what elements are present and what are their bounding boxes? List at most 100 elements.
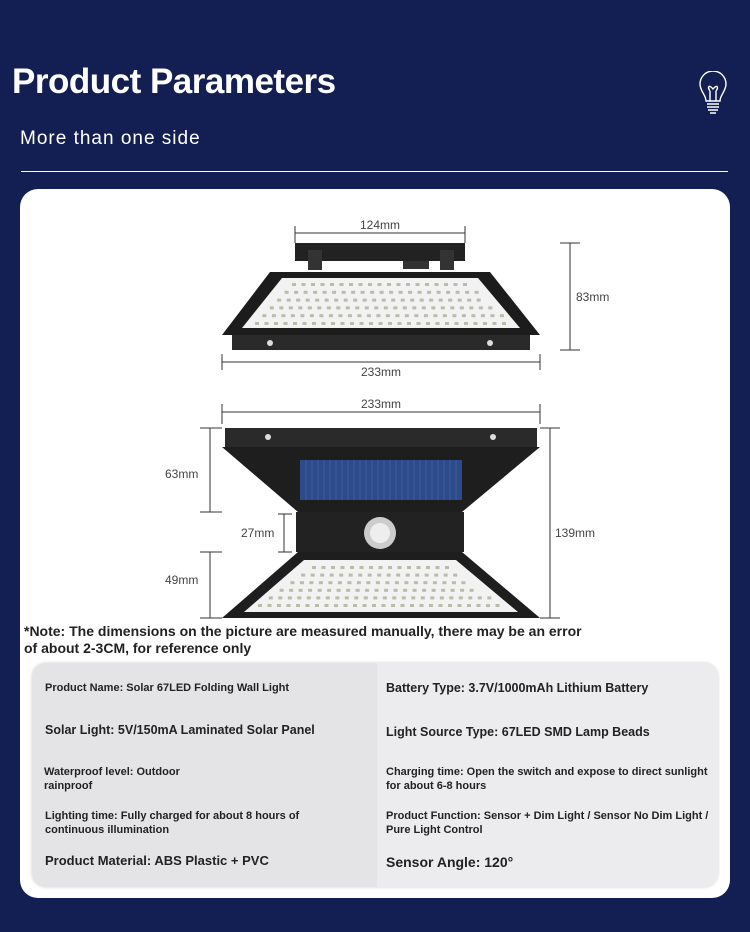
dim-middle: 27mm xyxy=(241,526,274,540)
led-bead xyxy=(426,566,430,569)
led-bead xyxy=(406,283,410,286)
led-bead xyxy=(309,314,314,318)
spec-waterproof: Waterproof level: Outdoor rainproof xyxy=(44,766,180,792)
led-bead xyxy=(495,604,500,607)
led-bead xyxy=(451,581,456,585)
led-bead xyxy=(385,581,390,585)
led-bead xyxy=(351,290,356,294)
led-bead xyxy=(364,306,369,310)
led-bead xyxy=(376,314,381,318)
spec-light-source: Light Source Type: 67LED SMD Lamp Beads xyxy=(386,725,650,739)
front-view-lamp xyxy=(222,428,540,618)
led-bead xyxy=(393,306,398,310)
led-bead xyxy=(403,588,408,592)
led-bead xyxy=(426,322,430,325)
led-bead xyxy=(301,573,306,577)
led-bead xyxy=(442,581,447,585)
led-bead xyxy=(458,596,463,600)
led-bead xyxy=(401,596,406,600)
led-bead xyxy=(290,314,295,318)
led-bead xyxy=(328,581,333,585)
led-bead xyxy=(469,588,474,592)
led-bead xyxy=(396,573,401,577)
led-bead xyxy=(412,306,417,310)
led-bead xyxy=(453,573,458,577)
divider xyxy=(21,171,728,172)
led-bead xyxy=(318,581,323,585)
led-bead xyxy=(389,290,394,294)
led-bead xyxy=(360,290,365,294)
led-bead xyxy=(362,298,367,302)
led-bead xyxy=(299,581,304,585)
led-bead xyxy=(347,314,352,318)
led-bead xyxy=(452,314,457,318)
led-bead xyxy=(355,588,360,592)
led-bead xyxy=(395,314,400,318)
led-bead xyxy=(397,322,402,325)
led-bead xyxy=(274,322,278,325)
led-bead xyxy=(404,314,409,318)
led-bead xyxy=(434,573,439,577)
led-bead xyxy=(338,314,343,318)
led-bead xyxy=(435,322,440,325)
led-bead xyxy=(340,322,345,325)
led-bead xyxy=(317,306,322,310)
led-bead xyxy=(459,306,464,310)
led-bead xyxy=(330,283,334,286)
led-bead xyxy=(334,298,339,302)
lightbulb-icon xyxy=(699,71,727,114)
led-bead xyxy=(296,604,300,607)
led-bead xyxy=(457,604,462,607)
led-bead xyxy=(320,573,325,577)
spec-sensor-angle: Sensor Angle: 120° xyxy=(386,854,514,870)
led-bead xyxy=(339,283,344,286)
led-bead xyxy=(467,604,471,607)
led-bead xyxy=(433,314,438,318)
led-bead xyxy=(356,581,361,585)
led-bead xyxy=(327,588,332,592)
specs-table: Product Name: Solar 67LED Folding Wall L… xyxy=(32,663,718,887)
led-bead xyxy=(391,298,396,302)
led-bead xyxy=(464,322,468,325)
led-bead xyxy=(416,566,421,569)
dim-bottom-width: 233mm xyxy=(361,365,401,379)
led-bead xyxy=(268,596,273,600)
led-bead xyxy=(310,573,315,577)
led-bead xyxy=(467,298,472,302)
led-bead xyxy=(290,581,295,585)
led-bead xyxy=(287,596,292,600)
led-bead xyxy=(279,588,284,592)
led-bead xyxy=(407,322,411,325)
led-bead xyxy=(427,290,432,294)
led-bead xyxy=(448,298,453,302)
led-bead xyxy=(346,588,351,592)
led-bead xyxy=(423,314,428,318)
led-bead xyxy=(416,322,421,325)
led-bead xyxy=(370,290,375,294)
led-bead xyxy=(431,588,436,592)
led-bead xyxy=(430,596,435,600)
led-bead xyxy=(305,298,310,302)
led-bead xyxy=(429,298,434,302)
led-bead xyxy=(331,322,335,325)
led-bead xyxy=(465,290,470,294)
led-bead xyxy=(444,283,448,286)
led-bead xyxy=(398,290,403,294)
led-bead xyxy=(368,283,372,286)
led-bead xyxy=(277,604,281,607)
led-bead xyxy=(366,581,371,585)
led-bead xyxy=(415,573,420,577)
led-bead xyxy=(388,322,392,325)
led-bead xyxy=(362,604,367,607)
led-bead xyxy=(473,322,478,325)
led-bead xyxy=(382,596,387,600)
led-bead xyxy=(303,290,308,294)
led-bead xyxy=(316,596,321,600)
led-bead xyxy=(378,566,383,569)
measurement-note: *Note: The dimensions on the picture are… xyxy=(24,623,582,656)
led-bead xyxy=(296,298,301,302)
led-bead xyxy=(336,306,341,310)
led-bead xyxy=(345,306,350,310)
led-bead xyxy=(329,573,334,577)
led-bead xyxy=(339,573,344,577)
